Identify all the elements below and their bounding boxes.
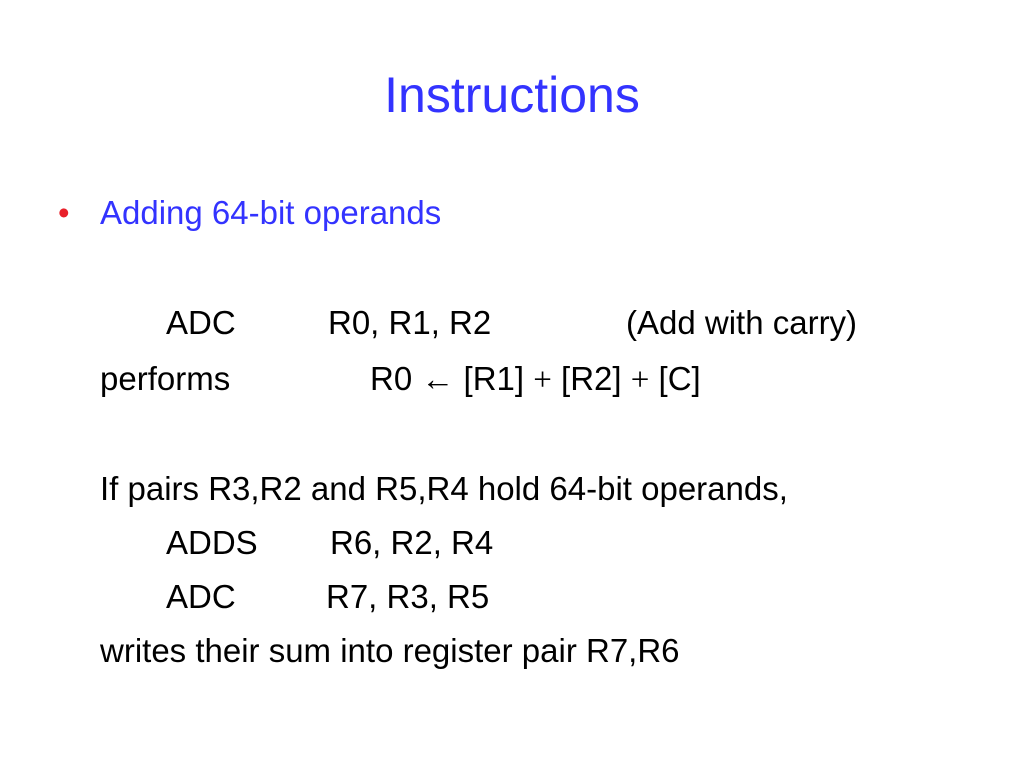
adds-mnemonic: ADDS bbox=[166, 524, 258, 561]
bullet-item: • Adding 64-bit operands bbox=[58, 190, 441, 236]
adds-operands: R6, R2, R4 bbox=[330, 524, 494, 561]
adc-operands: R7, R3, R5 bbox=[326, 578, 490, 615]
bullet-text: Adding 64-bit operands bbox=[100, 194, 442, 231]
plus-symbol: + bbox=[630, 362, 650, 398]
left-arrow-symbol: ← bbox=[421, 362, 455, 398]
adc-mnemonic: ADC bbox=[166, 578, 236, 615]
performs-label: performs bbox=[100, 360, 231, 397]
bullet-marker: • bbox=[58, 194, 70, 231]
pairs-intro: If pairs R3,R2 and R5,R4 hold 64-bit ope… bbox=[100, 470, 788, 507]
result-text: writes their sum into register pair R7,R… bbox=[100, 632, 680, 669]
expr-op1: [R1] bbox=[463, 360, 525, 397]
adc-comment: (Add with carry) bbox=[626, 304, 858, 341]
expr-op2: [R2] bbox=[561, 360, 622, 397]
expr-carry: [C] bbox=[658, 360, 701, 397]
slide-title: Instructions bbox=[384, 67, 640, 123]
adc-operands: R0, R1, R2 bbox=[328, 304, 492, 341]
adc-mnemonic: ADC bbox=[166, 304, 236, 341]
plus-symbol: + bbox=[533, 362, 552, 398]
expr-dest: R0 bbox=[370, 360, 413, 397]
performs-expression: R0 ← [R1] + [R2] + [C] bbox=[370, 356, 701, 403]
